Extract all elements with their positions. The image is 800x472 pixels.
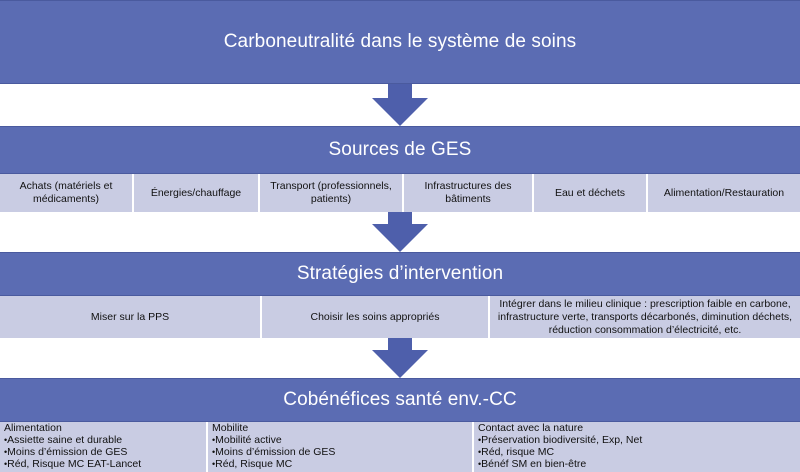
- strategies-heading: Stratégies d’intervention: [296, 263, 504, 284]
- source-item: Transport (professionnels, patients): [260, 174, 404, 212]
- sources-row: Achats (matériels et médicaments) Énergi…: [0, 174, 800, 212]
- down-arrow-icon: [368, 84, 432, 126]
- list-item: •Préservation biodiversité, Exp, Net: [478, 434, 643, 446]
- list-item: •Assiette saine et durable: [4, 434, 123, 446]
- down-arrow-icon: [368, 338, 432, 378]
- list-item: •Bénéf SM en bien-être: [478, 458, 587, 470]
- list-item: •Moins d’émission de GES: [4, 446, 128, 458]
- sources-band: Sources de GES: [0, 126, 800, 174]
- source-item: Énergies/chauffage: [134, 174, 260, 212]
- list-item: •Mobilité active: [212, 434, 282, 446]
- source-item: Eau et déchets: [534, 174, 648, 212]
- strategy-item: Intégrer dans le milieu clinique : presc…: [490, 296, 800, 338]
- diagram-title: Carboneutralité dans le système de soins: [223, 31, 577, 52]
- down-arrow-icon: [368, 212, 432, 252]
- cobenefit-column-title: Mobilite: [212, 422, 249, 434]
- sources-heading: Sources de GES: [328, 139, 472, 160]
- cobenefit-column-title: Alimentation: [4, 422, 62, 434]
- cobenefit-column-title: Contact avec la nature: [478, 422, 584, 434]
- cobenefit-column: Mobilite •Mobilité active •Moins d’émiss…: [208, 422, 474, 472]
- list-item: •Réd, risque MC: [478, 446, 555, 458]
- list-item: •Réd, Risque MC: [212, 458, 293, 470]
- cobenefits-heading: Cobénéfices santé env.-CC: [283, 389, 517, 410]
- strategy-item: Miser sur la PPS: [0, 296, 262, 338]
- strategies-row: Miser sur la PPS Choisir les soins appro…: [0, 296, 800, 338]
- cobenefits-band: Cobénéfices santé env.-CC: [0, 378, 800, 422]
- cobenefit-column: Alimentation •Assiette saine et durable …: [0, 422, 208, 472]
- strategy-item: Choisir les soins appropriés: [262, 296, 490, 338]
- strategies-band: Stratégies d’intervention: [0, 252, 800, 296]
- source-item: Infrastructures des bâtiments: [404, 174, 534, 212]
- source-item: Achats (matériels et médicaments): [0, 174, 134, 212]
- cobenefits-row: Alimentation •Assiette saine et durable …: [0, 422, 800, 472]
- title-band: Carboneutralité dans le système de soins: [0, 0, 800, 84]
- list-item: •Moins d’émission de GES: [212, 446, 336, 458]
- cobenefit-column: Contact avec la nature •Préservation bio…: [474, 422, 800, 472]
- source-item: Alimentation/Restauration: [648, 174, 800, 212]
- list-item: •Réd, Risque MC EAT-Lancet: [4, 458, 142, 470]
